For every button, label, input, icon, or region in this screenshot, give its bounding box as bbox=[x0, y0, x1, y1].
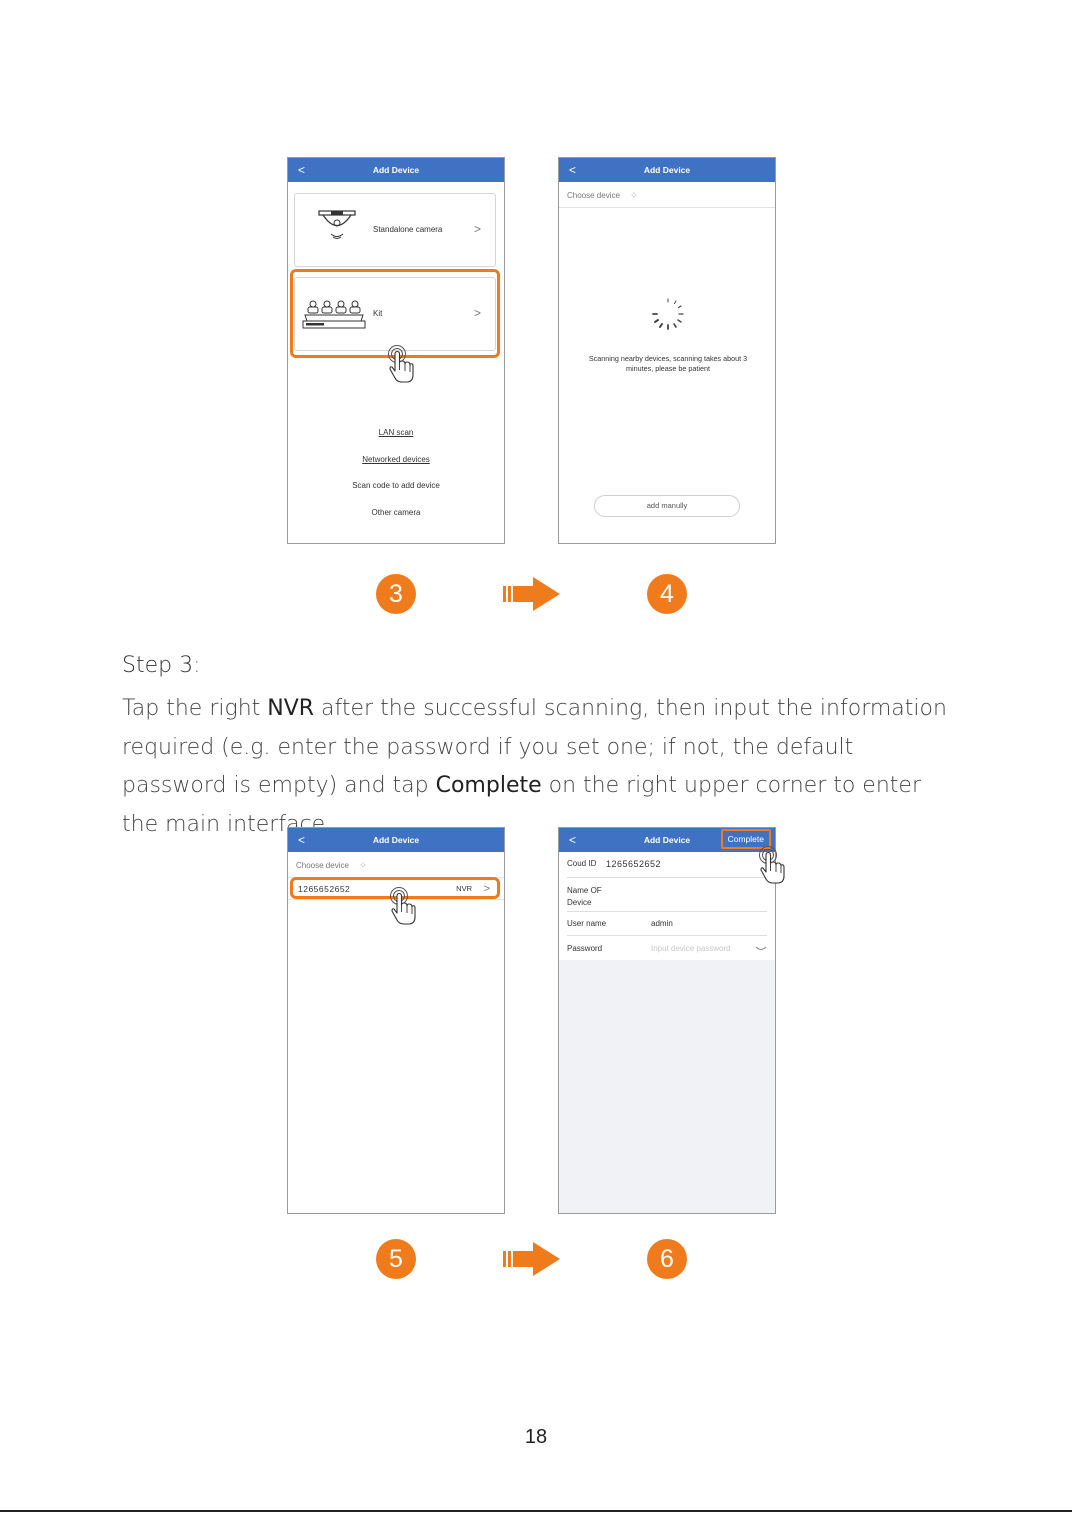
lan-scan-link[interactable]: LAN scan bbox=[378, 428, 414, 437]
complete-term: Complete bbox=[435, 773, 542, 798]
app-header: < Add Device bbox=[288, 828, 504, 852]
back-icon[interactable]: < bbox=[569, 833, 577, 847]
username-field[interactable]: User name admin bbox=[567, 912, 767, 936]
other-add-methods: LAN scan Networked devices Scan code to … bbox=[288, 420, 504, 526]
password-field[interactable]: Password Input device password bbox=[567, 936, 767, 960]
back-icon[interactable]: < bbox=[298, 833, 306, 847]
add-manually-button[interactable]: add manully bbox=[594, 495, 740, 517]
app-header: < Add Device bbox=[559, 158, 775, 182]
arrow-right-icon bbox=[503, 577, 560, 611]
kit-option[interactable]: Kit > bbox=[294, 277, 496, 351]
device-id: 1265652652 bbox=[298, 884, 351, 894]
nvr-kit-icon bbox=[302, 300, 366, 329]
page-number: 18 bbox=[524, 1426, 548, 1448]
app-header: < Add Device Complete bbox=[559, 828, 775, 852]
back-icon[interactable]: < bbox=[569, 163, 577, 177]
standalone-camera-option[interactable]: Standalone camera > bbox=[294, 193, 496, 267]
dome-camera-icon bbox=[318, 210, 356, 239]
screen-scanning: < Add Device Choose device ⁘ Scanning ne… bbox=[558, 157, 776, 544]
complete-button[interactable]: Complete bbox=[720, 829, 771, 849]
step-instructions: Tap the right NVR after the successful s… bbox=[122, 696, 947, 837]
tap-hand-icon bbox=[759, 846, 785, 884]
device-highlight bbox=[290, 877, 500, 899]
choose-device-label: Choose device bbox=[567, 191, 620, 200]
step-badge-3: 3 bbox=[376, 574, 416, 614]
choose-device-row: Choose device ⁘ bbox=[559, 182, 775, 208]
choose-device-label: Choose device bbox=[296, 861, 349, 870]
header-title: Add Device bbox=[643, 835, 691, 845]
option-label: Standalone camera bbox=[373, 225, 443, 234]
chevron-right-icon: > bbox=[473, 222, 481, 236]
nvr-term: NVR bbox=[267, 696, 315, 721]
tap-hand-icon bbox=[388, 345, 414, 383]
networked-devices-link[interactable]: Networked devices bbox=[362, 454, 430, 464]
tap-hand-icon bbox=[390, 887, 416, 925]
device-name-field[interactable]: Name OF Device bbox=[567, 878, 767, 912]
step-badge-5: 5 bbox=[376, 1239, 416, 1279]
scan-message: Scanning nearby devices, scanning takes … bbox=[588, 354, 748, 373]
back-icon[interactable]: < bbox=[298, 163, 306, 177]
device-row[interactable]: 1265652652 NVR > bbox=[288, 878, 504, 900]
device-form: Coud ID 1265652652 Name OF Device User n… bbox=[559, 852, 775, 960]
step-heading: Step 3: bbox=[122, 653, 201, 678]
page-bottom-rule bbox=[0, 1510, 1072, 1512]
chevron-right-icon: > bbox=[473, 306, 481, 320]
scan-code-link[interactable]: Scan code to add device bbox=[352, 481, 440, 490]
step-badge-6: 6 bbox=[647, 1239, 687, 1279]
loading-spinner-icon: ⁘ bbox=[630, 190, 637, 200]
app-header: < Add Device bbox=[288, 158, 504, 182]
header-title: Add Device bbox=[372, 165, 420, 175]
chevron-right-icon: > bbox=[483, 883, 490, 895]
choose-device-row: Choose device ⁘ bbox=[288, 852, 504, 878]
cloud-id-field: Coud ID 1265652652 bbox=[567, 852, 767, 878]
header-title: Add Device bbox=[643, 165, 691, 175]
other-camera-link[interactable]: Other camera bbox=[371, 507, 421, 517]
device-type: NVR bbox=[456, 884, 472, 893]
arrow-right-icon bbox=[503, 1242, 560, 1276]
eye-closed-icon[interactable] bbox=[755, 946, 767, 952]
step-badge-4: 4 bbox=[647, 574, 687, 614]
screen-device-info: < Add Device Complete Coud ID 1265652652… bbox=[558, 827, 776, 1214]
screen-add-device-options: < Add Device Standalone camera > Kit bbox=[287, 157, 505, 544]
option-label: Kit bbox=[373, 309, 383, 318]
loading-spinner-icon bbox=[652, 298, 684, 330]
loading-spinner-icon: ⁘ bbox=[359, 860, 366, 870]
header-title: Add Device bbox=[372, 835, 420, 845]
